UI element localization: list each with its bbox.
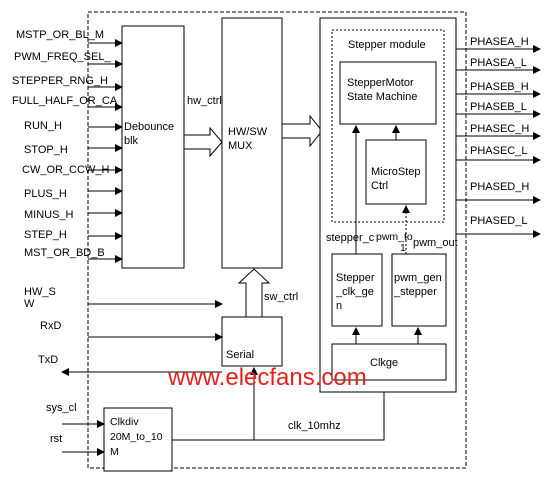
input-label: STOP_H bbox=[24, 144, 68, 156]
pwm-gen-block bbox=[391, 253, 447, 327]
input-label: PLUS_H bbox=[24, 188, 67, 200]
debounce-label: Debounce bbox=[124, 121, 174, 133]
hw-ctrl-bus-arrow bbox=[183, 126, 223, 158]
clkge-label: Clkge bbox=[370, 357, 398, 369]
output-label: PHASEC_L bbox=[470, 145, 527, 157]
hw-s-label: HW_S bbox=[24, 286, 56, 298]
pwm-out-label: pwm_out bbox=[413, 237, 458, 249]
serial-block bbox=[221, 316, 283, 367]
txd-label: TxD bbox=[38, 354, 58, 366]
output-label: PHASED_H bbox=[470, 181, 529, 193]
stepper-c-label: stepper_c bbox=[326, 232, 375, 244]
clk-10mhz-label: clk_10mhz bbox=[288, 420, 341, 432]
serial-label: Serial bbox=[226, 349, 254, 361]
debounce-block bbox=[121, 25, 185, 269]
clkdiv-label: M bbox=[110, 446, 119, 458]
output-label: PHASEB_H bbox=[470, 81, 529, 93]
clkdiv-block bbox=[103, 407, 173, 472]
output-label: PHASEB_L bbox=[470, 101, 527, 113]
output-signals: PHASEA_H PHASEA_L PHASEB_H PHASEB_L PHAS… bbox=[456, 36, 541, 238]
input-label: MINUS_H bbox=[24, 209, 74, 221]
microstep-label: Ctrl bbox=[371, 180, 388, 192]
output-label: PHASEA_L bbox=[470, 57, 527, 69]
input-label: MST_OR_BD_B bbox=[24, 247, 105, 259]
sw-ctrl-bus-arrow bbox=[237, 268, 271, 318]
mux-label: MUX bbox=[228, 140, 253, 152]
mux-out-bus-arrow bbox=[281, 114, 323, 148]
mux-block bbox=[221, 17, 283, 269]
state-machine-label: State Machine bbox=[347, 91, 417, 103]
stepper-clk-gen-label: _clk_ge bbox=[335, 286, 374, 298]
input-label: FULL_HALF_OR_CA bbox=[12, 95, 118, 107]
pwm-gen-label: _stepper bbox=[393, 286, 437, 298]
sys-clk-label: sys_cl bbox=[46, 402, 77, 414]
state-machine-block bbox=[339, 61, 437, 125]
input-label: MSTP_OR_BL_M bbox=[16, 29, 104, 41]
stepper-module-inner bbox=[331, 29, 445, 223]
stepper-clk-gen-label: Stepper bbox=[336, 272, 375, 284]
clkdiv-label: 20M_to_10 bbox=[110, 431, 163, 443]
rst-label: rst bbox=[50, 433, 62, 445]
pwm-to-label: pwm_to bbox=[376, 231, 413, 243]
input-label: STEP_H bbox=[24, 229, 67, 241]
output-label: PHASEC_H bbox=[470, 123, 529, 135]
output-label: PHASED_L bbox=[470, 215, 527, 227]
sw-ctrl-label: sw_ctrl bbox=[264, 291, 298, 303]
stepper-module-label: Stepper module bbox=[348, 39, 426, 51]
output-label: PHASEA_H bbox=[470, 36, 529, 48]
microstep-label: MicroStep bbox=[371, 166, 421, 178]
rxd-label: RxD bbox=[40, 320, 61, 332]
chip-boundary bbox=[87, 11, 467, 469]
hw-s-label: W bbox=[24, 298, 35, 310]
stepper-clk-gen-label: n bbox=[336, 300, 342, 312]
pwm-to-label: 1 bbox=[400, 242, 406, 254]
debounce-label: blk bbox=[124, 135, 139, 147]
input-label: CW_OR_CCW_H bbox=[22, 164, 109, 176]
watermark: www.elecfans.com bbox=[167, 364, 367, 391]
pwm-gen-label: pwm_gen bbox=[394, 272, 442, 284]
clk-10mhz-line bbox=[172, 379, 388, 441]
input-label: PWM_FREQ_SEL_ bbox=[14, 51, 111, 63]
input-signals: MSTP_OR_BL_M PWM_FREQ_SEL_ STEPPER_RNG_H… bbox=[12, 29, 123, 263]
clkge-block bbox=[331, 343, 447, 381]
hw-ctrl-label: hw_ctrl bbox=[187, 95, 222, 107]
mux-label: HW/SW bbox=[228, 126, 268, 138]
clkdiv-label: Clkdiv bbox=[110, 416, 139, 428]
stepper-clk-gen-block bbox=[331, 253, 383, 327]
state-machine-label: StepperMotor bbox=[347, 77, 414, 89]
input-label: STEPPER_RNG_H bbox=[12, 75, 108, 87]
input-label: RUN_H bbox=[24, 120, 62, 132]
